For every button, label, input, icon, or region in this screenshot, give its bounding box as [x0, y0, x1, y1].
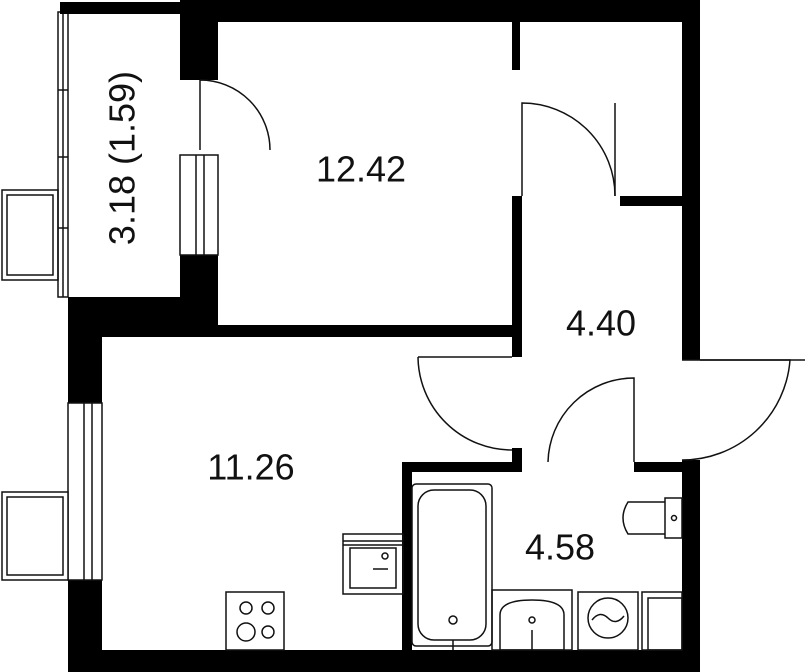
door-bathroom — [547, 377, 635, 463]
window-bedroom — [179, 154, 219, 256]
door-living — [417, 356, 513, 451]
kitchen-sink-icon — [342, 533, 404, 595]
window-living — [1, 402, 103, 581]
toilet-icon — [622, 497, 683, 539]
door-balcony — [199, 79, 271, 151]
doors — [199, 79, 805, 463]
cabinet-icon — [641, 591, 683, 651]
washing-machine-icon — [577, 591, 639, 651]
bathtub-icon — [411, 483, 493, 650]
area-label-bathroom: 4.58 — [525, 527, 595, 568]
door-bedroom — [521, 102, 616, 197]
area-label-living-kitchen: 11.26 — [207, 447, 294, 488]
area-label-bedroom: 12.42 — [316, 149, 406, 190]
balcony-outline — [1, 11, 69, 298]
area-label-hallway: 4.40 — [566, 303, 636, 344]
stove-icon — [225, 591, 285, 651]
walls — [60, 0, 700, 672]
area-label-balcony: 3.18 (1.59) — [102, 71, 143, 245]
sink-icon — [491, 589, 573, 651]
door-entrance — [681, 359, 791, 461]
